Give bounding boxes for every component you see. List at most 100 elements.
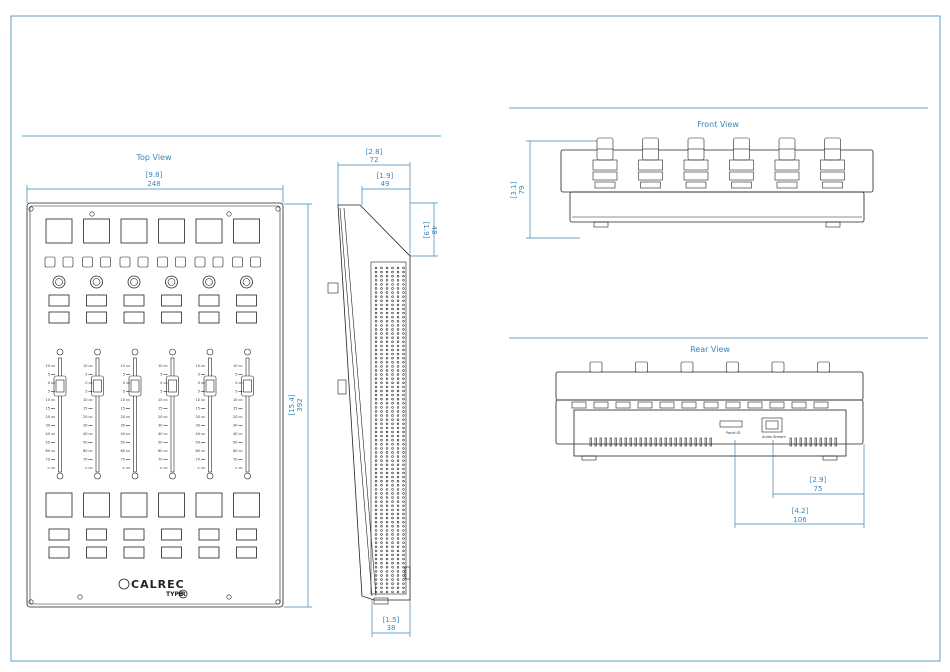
vent-hole: [385, 545, 389, 548]
vent-hole: [391, 369, 394, 372]
rear-vent-slot: [571, 401, 587, 409]
vent-hole: [396, 553, 400, 557]
vent-hole: [391, 398, 394, 401]
fader-scale-label: 0: [85, 381, 87, 385]
vent-hole: [385, 266, 389, 270]
fader-end-screw: [56, 472, 64, 480]
vent-hole: [385, 275, 389, 278]
channel-button: [198, 311, 220, 324]
vent-hole: [396, 373, 400, 376]
vent-hole: [391, 385, 394, 389]
fader-end-screw: [244, 472, 251, 480]
vent-hole: [380, 537, 383, 540]
vent-hole: [391, 504, 394, 507]
channel-display-button: [158, 218, 185, 244]
vent-hole: [402, 279, 405, 282]
channel-button: [236, 311, 257, 324]
vent-hole: [380, 320, 383, 323]
vent-hole: [385, 299, 389, 302]
vent-hole: [385, 525, 389, 528]
fader-scale-label: 50: [46, 441, 50, 445]
screw-icon: [28, 206, 34, 212]
vent-hole: [385, 361, 389, 364]
vent-hole: [396, 381, 400, 384]
channel-button-lower: [161, 528, 182, 541]
vent-hole: [374, 316, 378, 319]
channel-button: [161, 294, 182, 307]
vent-hole: [391, 590, 394, 594]
fader-end-screw: [131, 348, 139, 356]
channel-button: [123, 311, 145, 324]
vent-hole: [385, 365, 389, 368]
vent-hole: [402, 389, 405, 393]
channel-small-button: [212, 256, 224, 268]
vent-hole: [396, 426, 400, 430]
channel-rotary-knob-cap: [205, 278, 213, 286]
vent-hole: [385, 344, 389, 348]
vent-hole: [385, 377, 389, 380]
vent-hole: [380, 496, 383, 499]
rear-vent-slot: [664, 437, 667, 447]
fader-scale-label: 5: [160, 373, 162, 377]
fader-end-screw: [206, 472, 214, 480]
vent-hole: [396, 357, 400, 360]
rear-vent-slot: [814, 437, 817, 447]
channel-small-button: [119, 256, 131, 268]
vent-hole: [380, 352, 383, 356]
screw-icon: [275, 599, 281, 605]
vent-hole: [402, 332, 405, 335]
vent-hole: [396, 299, 400, 302]
front-button-stack: [776, 181, 798, 189]
front-button-stack: [638, 171, 663, 181]
vent-hole: [402, 557, 405, 561]
vent-hole: [380, 311, 383, 315]
vent-hole: [391, 270, 394, 274]
vent-hole: [374, 480, 378, 483]
vent-hole: [396, 500, 400, 503]
fader-scale-label: 60: [233, 449, 237, 453]
fader-scale-label: ∞: [235, 466, 238, 470]
vent-hole: [391, 348, 394, 352]
vent-hole: [385, 480, 389, 483]
vent-hole: [374, 402, 378, 405]
vent-hole: [402, 393, 405, 397]
vent-hole: [380, 484, 383, 487]
vent-hole: [396, 590, 400, 594]
vent-hole: [402, 434, 405, 438]
vent-hole: [385, 488, 389, 491]
vent-hole: [402, 365, 405, 368]
rear-vent-slot: [689, 437, 692, 447]
vent-hole: [396, 270, 400, 274]
vent-hole: [374, 291, 378, 294]
rear-vent-slot: [639, 437, 642, 447]
vent-hole: [385, 434, 389, 438]
vent-hole: [385, 566, 389, 569]
channel-rotary-knob-cap: [55, 278, 63, 286]
rear-vent-slot: [834, 437, 837, 447]
vent-hole: [385, 463, 389, 466]
channel-button: [48, 311, 70, 324]
vent-hole: [374, 328, 378, 331]
fader-scale-label: 20: [158, 415, 162, 419]
fader-end-screw: [131, 472, 139, 480]
vent-hole: [402, 316, 405, 319]
vent-hole: [396, 480, 400, 483]
vent-hole: [402, 508, 405, 512]
vent-hole: [402, 471, 405, 475]
vent-hole: [402, 537, 405, 540]
channel-button: [236, 294, 257, 307]
fader-scale-label: 15: [46, 407, 50, 411]
vent-hole: [396, 537, 400, 540]
vent-hole: [402, 418, 405, 421]
channel-display-button-lower: [120, 492, 148, 518]
vent-hole: [396, 516, 400, 520]
vent-hole: [396, 512, 400, 516]
fader-track: [208, 357, 212, 473]
vent-hole: [402, 344, 405, 348]
fader-scale-label: 10: [158, 398, 162, 402]
vent-hole: [396, 541, 400, 544]
side-rear-height-mm: 48: [430, 226, 438, 235]
vent-hole: [374, 283, 378, 286]
vent-hole: [402, 377, 405, 380]
vent-hole: [402, 385, 405, 389]
